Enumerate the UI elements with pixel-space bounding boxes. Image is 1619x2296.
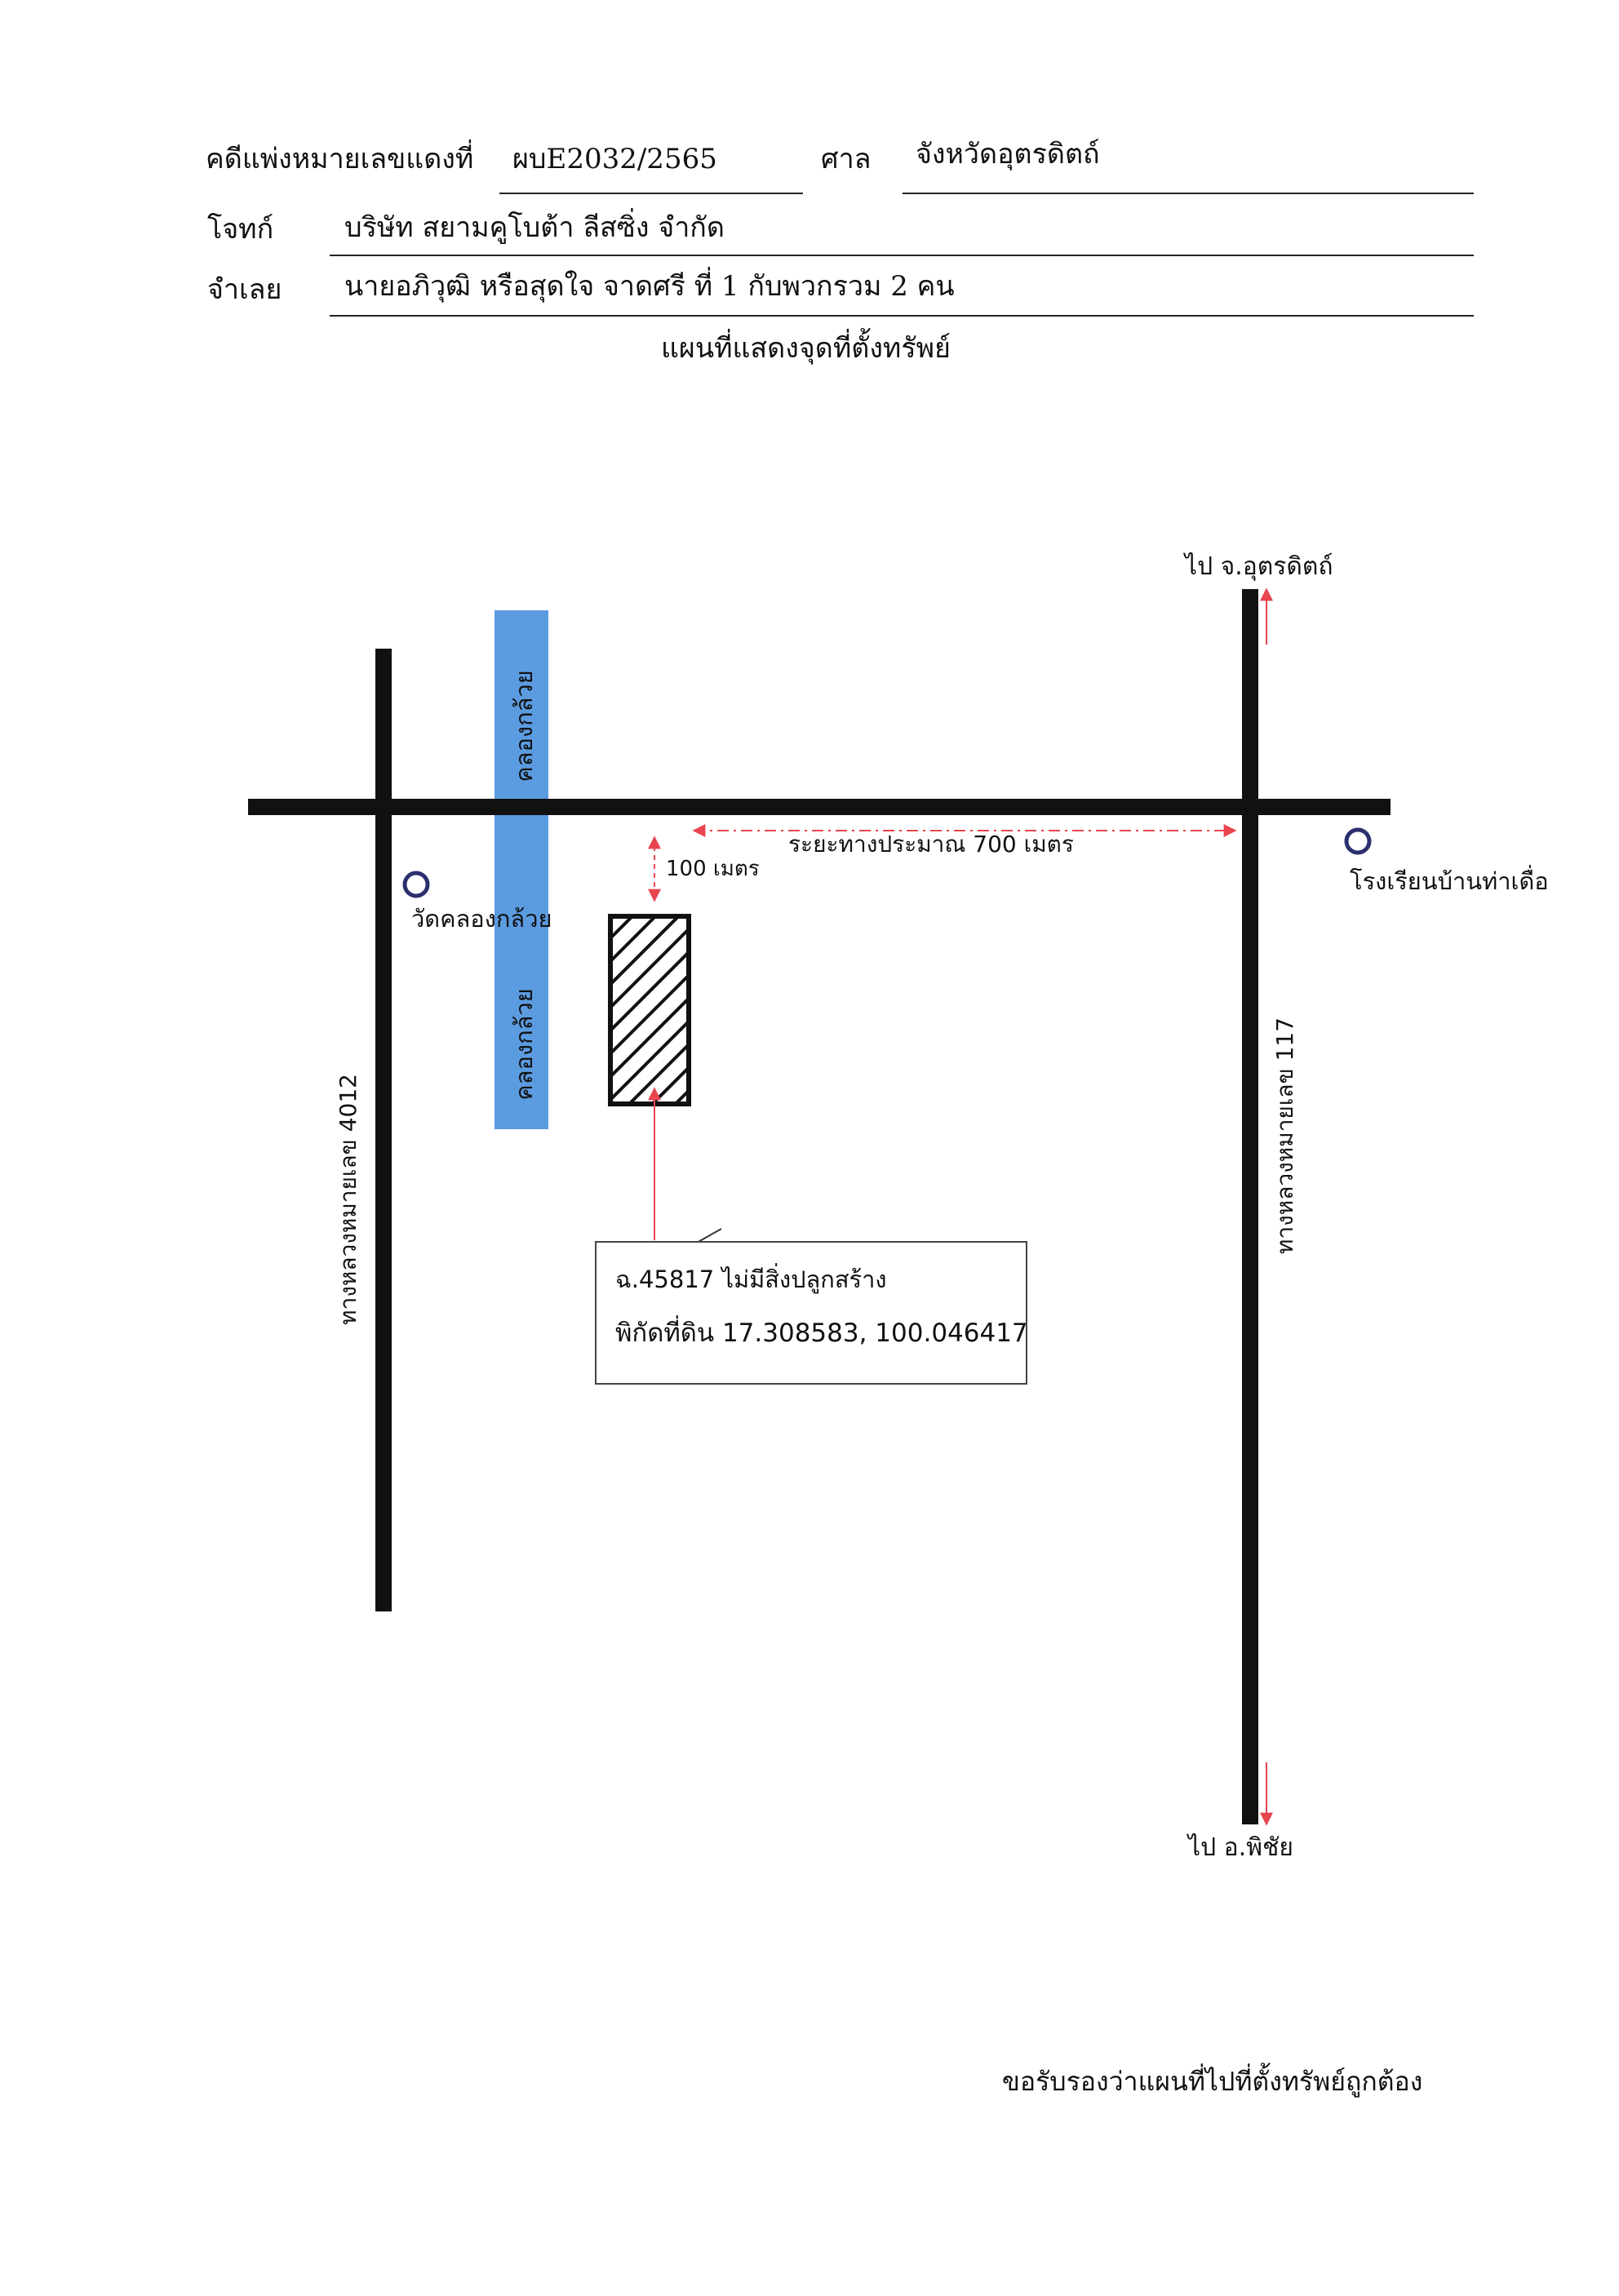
school-label: โรงเรียนบ้านท่าเดื่อ <box>1350 865 1549 895</box>
defendant-underline <box>330 315 1474 317</box>
parcel-deed-label: ฉ.45817 ไม่มีสิ่งปลูกสร้าง <box>615 1263 887 1294</box>
court-underline <box>903 193 1474 194</box>
canal-label-top: คลองกล้วย <box>510 670 538 782</box>
canal-label-bottom: คลองกล้วย <box>510 988 538 1100</box>
court-value: จังหวัดอุตรดิตถ์ <box>916 138 1100 171</box>
case-number-label: คดีแพ่งหมายเลขแดงที่ <box>206 143 474 175</box>
case-number-underline <box>499 193 803 194</box>
school-marker-icon <box>1344 827 1372 855</box>
distance-100m-label: 100 เมตร <box>666 857 760 881</box>
temple-label: วัดคลองกล้วย <box>411 905 552 933</box>
court-label: ศาล <box>821 143 872 175</box>
canal <box>495 610 548 1129</box>
land-parcel <box>608 914 691 1106</box>
plaintiff-value: บริษัท สยามคูโบต้า ลีสซิ่ง จำกัด <box>344 211 725 244</box>
plaintiff-label: โจทก์ <box>207 213 274 246</box>
case-number-value: ผบE2032/2565 <box>512 143 717 175</box>
to-phichai-label: ไป อ.พิชัย <box>1187 1833 1293 1862</box>
road-left-highway-4012 <box>375 649 392 1611</box>
defendant-label: จำเลย <box>207 273 282 306</box>
defendant-value: นายอภิวุฒิ หรือสุดใจ จาดศรี ที่ 1 กับพวก… <box>344 270 955 303</box>
map-title: แผนที่แสดงจุดที่ตั้งทรัพย์ <box>661 332 951 365</box>
highway-4012-label: ทางหลวงหมายเลข 4012 <box>335 1074 362 1325</box>
temple-marker-icon <box>402 871 430 898</box>
road-right-highway-117 <box>1242 589 1258 1824</box>
plaintiff-underline <box>330 255 1474 256</box>
parcel-info-box <box>595 1241 1027 1385</box>
highway-117-label: ทางหลวงหมายเลข 117 <box>1271 1017 1298 1254</box>
distance-700m-label: ระยะทางประมาณ 700 เมตร <box>788 831 1074 858</box>
road-horizontal <box>248 799 1391 815</box>
parcel-coordinates-label: พิกัดที่ดิน 17.308583, 100.046417 <box>615 1315 1028 1348</box>
certification-text: ขอรับรองว่าแผนที่ไปที่ตั้งทรัพย์ถูกต้อง <box>1002 2066 1423 2097</box>
to-uttaradit-label: ไป จ.อุตรดิตถ์ <box>1183 552 1333 582</box>
